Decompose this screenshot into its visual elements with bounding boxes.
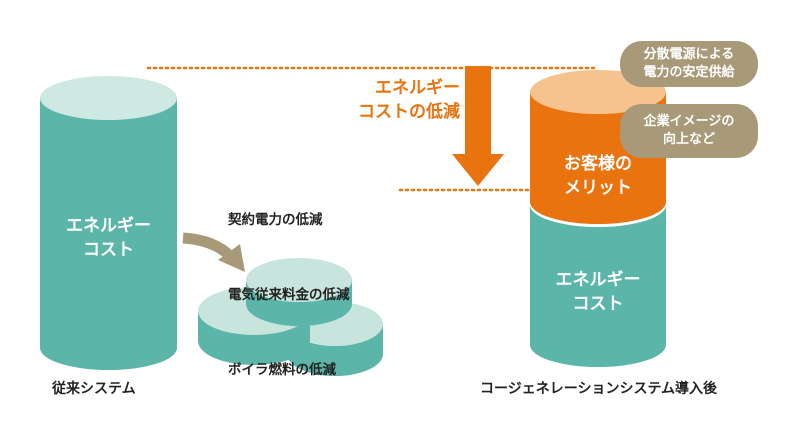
right-cylinder (530, 70, 666, 367)
savings-list: 契約電力の低減 電気従来料金の低減 ボイラ燃料の低減 (228, 158, 350, 408)
coin-top (246, 258, 352, 326)
left-cylinder (40, 76, 177, 370)
savings-item: 契約電力の低減 (228, 212, 323, 228)
savings-item: ボイラ燃料の低減 (228, 362, 336, 378)
savings-item: 電気従来料金の低減 (228, 287, 350, 303)
bubble-corporate-image: 企業イメージの 向上など (620, 104, 758, 158)
reduction-arrow (452, 66, 504, 186)
right-cylinder-cost-label: エネルギー コスト (555, 270, 641, 314)
coin-stack (198, 258, 383, 376)
cogeneration-caption: コージェネレーションシステム導入後 (480, 381, 718, 397)
conventional-system-caption: 従来システム (52, 381, 136, 397)
curved-arrow (182, 232, 245, 272)
left-cylinder-label: エネルギー コスト (66, 216, 151, 260)
energy-cost-reduction-label: エネルギー コストの低減 (358, 78, 460, 122)
bubble-stable-supply: 分散電源による 電力の安定供給 (620, 41, 758, 87)
customer-benefit-label: お客様の メリット (564, 154, 632, 198)
